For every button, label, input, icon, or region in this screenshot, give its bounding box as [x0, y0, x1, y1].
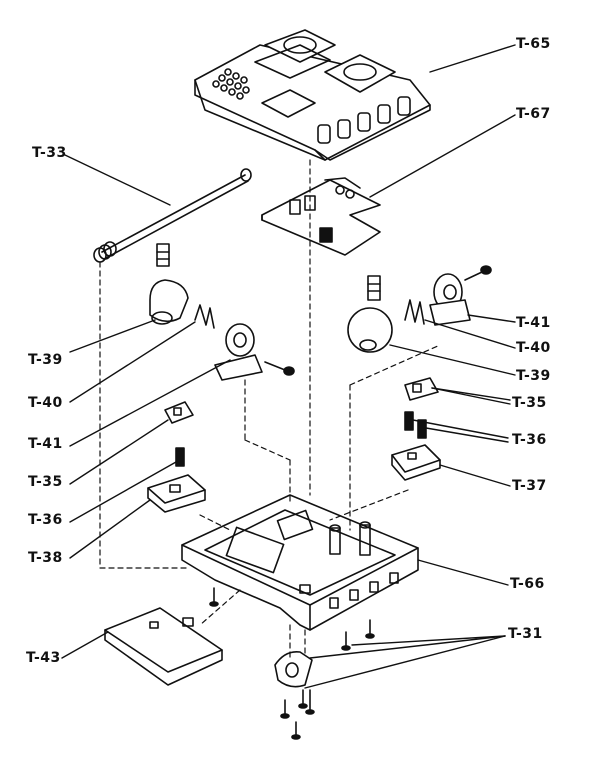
- label-t39-right: T-39: [516, 368, 551, 384]
- part-t65-top-case: [194, 29, 431, 161]
- part-t35-left-clip: [164, 401, 194, 424]
- part-t66-bottom-case: [181, 494, 419, 631]
- label-t66: T-66: [510, 576, 545, 592]
- leader-t31-b: [304, 635, 506, 689]
- label-t43: T-43: [26, 650, 61, 666]
- leader-t36-left: [69, 461, 177, 523]
- label-t41-right: T-41: [516, 315, 551, 331]
- label-t40-right: T-40: [516, 340, 551, 356]
- leader-t43: [61, 631, 109, 659]
- part-t67-circuit-board: [261, 177, 381, 256]
- part-t40-left-spring: [194, 304, 215, 329]
- leader-t66: [417, 559, 509, 586]
- leader-t37: [439, 464, 511, 487]
- part-t41-left-pot: [214, 323, 295, 381]
- leader-t40-right: [424, 319, 516, 349]
- label-t65: T-65: [516, 36, 551, 52]
- label-t31: T-31: [508, 626, 543, 642]
- leader-t67: [369, 114, 516, 198]
- label-t41-left: T-41: [28, 436, 63, 452]
- part-t39-right-gimbal: [347, 275, 393, 353]
- part-t36-left-spring: [175, 447, 185, 467]
- label-t35-left: T-35: [28, 474, 63, 490]
- label-t36-left: T-36: [28, 512, 63, 528]
- label-t37: T-37: [512, 478, 547, 494]
- part-t39-left-gimbal: [149, 243, 189, 325]
- leader-t65: [429, 44, 516, 73]
- part-t36-right-springs: [404, 411, 427, 439]
- part-t33-shaft: [93, 168, 252, 263]
- label-t33: T-33: [32, 145, 67, 161]
- part-t35-right-clip: [404, 377, 439, 401]
- leader-t40-left: [69, 321, 196, 403]
- leader-t41-right: [467, 314, 516, 323]
- part-t41-right-pot: [429, 265, 492, 326]
- part-t38-left-slider: [147, 474, 206, 513]
- part-t37-right-slider: [391, 444, 441, 481]
- leader-t33: [64, 154, 171, 206]
- part-t31-screws: [209, 587, 375, 740]
- label-t67: T-67: [516, 106, 551, 122]
- leader-t35-right-b: [431, 387, 511, 405]
- leader-t39-left: [69, 319, 156, 353]
- leader-t31-c: [351, 635, 506, 646]
- leader-t35-left: [69, 419, 169, 485]
- label-t36-right: T-36: [512, 432, 547, 448]
- leader-t38: [69, 499, 151, 559]
- leader-t41-left: [69, 359, 231, 447]
- label-t39-left: T-39: [28, 352, 63, 368]
- leader-t36-right-b: [425, 427, 509, 443]
- part-t40-right-spring: [404, 299, 425, 325]
- assembly-dash-lines: [99, 159, 441, 661]
- leader-t39-right: [389, 344, 516, 376]
- label-t38: T-38: [28, 550, 63, 566]
- label-t35-right: T-35: [512, 395, 547, 411]
- leader-t31-a: [309, 635, 506, 659]
- label-t40-left: T-40: [28, 395, 63, 411]
- part-t43-cover: [104, 607, 223, 686]
- leader-t36-right-a: [412, 419, 509, 439]
